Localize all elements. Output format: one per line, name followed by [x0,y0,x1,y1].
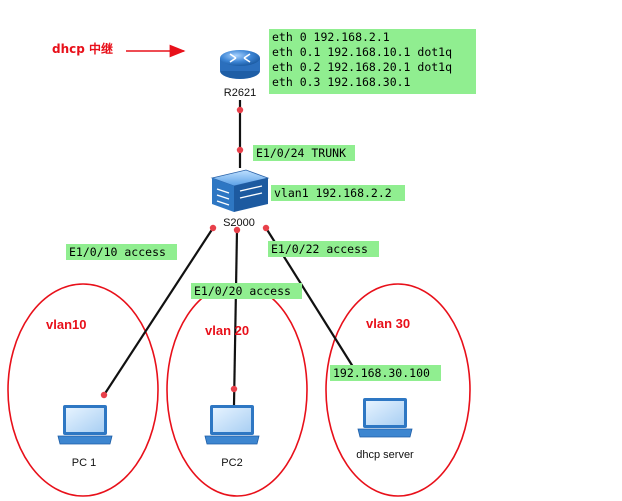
port-pc2-label: E1/0/20 access [194,284,291,298]
router-config-line: eth 0.3 192.168.30.1 [272,75,411,89]
pc2-name: PC2 [221,457,242,469]
port-dot [236,106,244,114]
port-dot [209,224,217,232]
vlan10-boundary [7,283,159,497]
port-server-label: E1/0/22 access [271,242,368,256]
switch-icon[interactable] [210,169,270,212]
dhcp-server-name: dhcp server [356,449,414,461]
router-config-line: eth 0.2 192.168.20.1 dot1q [272,60,452,74]
switch-vlan1-label: vlan1 192.168.2.2 [274,186,392,200]
laptop-icon-pc1[interactable] [57,405,113,445]
router-name: R2621 [224,87,256,99]
router-config-line: eth 0 192.168.2.1 [272,30,390,44]
relay-note: dhcp 中继 [52,41,113,56]
router-config-bg [269,29,476,94]
vlan10-label: vlan10 [46,317,86,332]
laptop-icon-dhcp-server[interactable] [357,398,413,438]
port-server-bg [268,241,379,257]
port-dot [262,224,270,232]
laptop-icon-pc2[interactable] [204,405,260,445]
server-ip-bg [330,365,441,381]
switch-name: S2000 [223,217,255,229]
port-dot [230,385,238,393]
router-icon[interactable] [220,50,260,79]
uplink-port-label: E1/0/24 TRUNK [256,146,346,160]
port-dot [236,146,244,154]
port-pc2-bg [191,283,302,299]
server-ip-label: 192.168.30.100 [333,366,430,380]
switch-vlan1-bg [271,185,405,201]
pc1-name: PC 1 [72,457,96,469]
port-dot [233,226,241,234]
port-dot [100,391,108,399]
vlan30-label: vlan 30 [366,316,410,331]
link-switch-pc2 [232,229,239,406]
vlan30-boundary [325,283,471,497]
vlan20-label: vlan 20 [205,323,249,338]
link-switch-pc1 [103,227,214,396]
port-pc1-label: E1/0/10 access [69,245,166,259]
router-config-line: eth 0.1 192.168.10.1 dot1q [272,45,452,59]
uplink-port-bg [253,145,355,161]
port-pc1-bg [66,244,177,260]
